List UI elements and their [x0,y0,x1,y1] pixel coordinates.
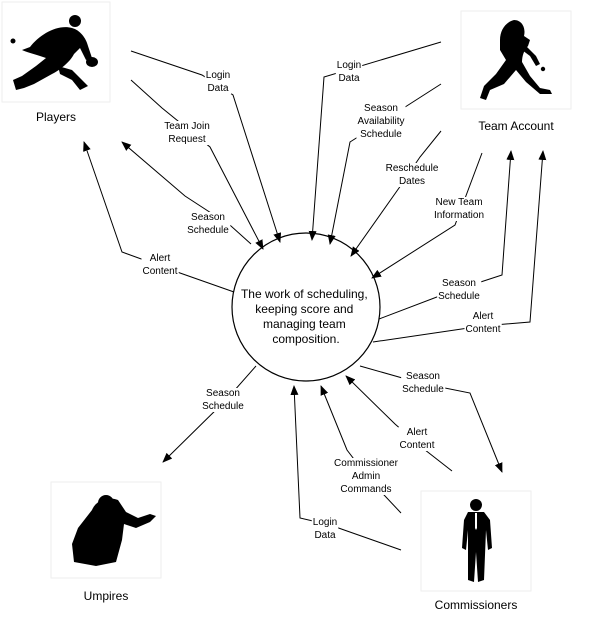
commissioners-label: Commissioners [435,598,518,612]
flow-label-backing [432,197,486,221]
flow-label-backing [384,163,440,187]
flow-label-backing [401,371,446,395]
flow-label-backing [163,121,211,145]
flow-label-backing [204,70,232,94]
flow-label-backing [437,278,482,302]
commissioners-entity: Commissioners [420,490,532,612]
process-text: The work of scheduling, keeping score an… [241,287,371,346]
flow-label-backing [335,60,363,84]
commissioners-silhouette-icon [462,499,492,582]
central-process: The work of scheduling, keeping score an… [231,232,381,382]
players-label: Players [36,110,76,124]
players-silhouette-icon [10,15,98,91]
team-account-entity: Team Account [460,10,572,133]
team-account-silhouette-icon [480,20,552,100]
flow-label-backing [333,458,400,495]
flow-label-backing [398,427,436,451]
umpires-label: Umpires [84,589,129,603]
team-account-label: Team Account [478,119,554,133]
flow-label-backing [186,212,231,236]
flow-label-backing [464,311,502,335]
flow-label-backing [201,388,246,412]
flow-label-backing [356,103,406,140]
process-circle [231,232,381,382]
flow-label-backing [141,253,179,277]
players-entity: Players [1,1,111,124]
flow-label-backing [311,517,339,541]
umpires-silhouette-icon [72,495,156,566]
umpires-entity: Umpires [50,481,162,603]
